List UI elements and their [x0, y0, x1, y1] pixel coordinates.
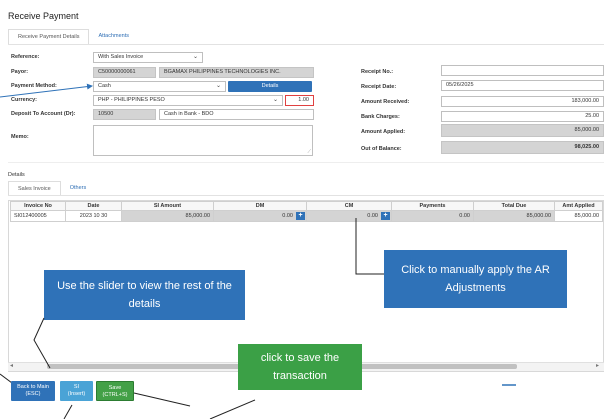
column-header-invoice-no: Invoice No — [10, 201, 66, 211]
tabs-divider — [8, 44, 604, 45]
payor-name-field: BGAMAX PHILIPPINES TECHNOLOGIES INC. — [159, 67, 314, 78]
payment-method-select[interactable]: Cash ⌄ — [93, 81, 226, 92]
si-button-shortcut: (Insert) — [67, 390, 86, 397]
section-divider — [8, 162, 604, 163]
amount-applied-field: 85,000.00 — [441, 124, 604, 137]
receipt-no-input[interactable] — [441, 65, 604, 76]
details-title: Details — [8, 172, 25, 178]
receipt-date-input[interactable]: 05/26/2025 — [441, 80, 604, 91]
dm-value: 0.00 — [282, 213, 293, 219]
amount-received-input[interactable]: 183,000.00 — [441, 96, 604, 107]
table-row: SI012400005 2023 10 30 85,000.00 0.00 + … — [10, 210, 603, 222]
cell-cm: 0.00 + — [306, 210, 392, 222]
si-button-label: SI — [73, 384, 80, 390]
bank-charges-label: Bank Charges: — [361, 114, 400, 120]
cell-dm: 0.00 + — [213, 210, 307, 222]
payment-method-value: Cash — [98, 83, 111, 89]
cm-value: 0.00 — [367, 213, 378, 219]
chevron-down-icon: ⌄ — [215, 83, 221, 89]
currency-label: Currency: — [11, 97, 37, 103]
currency-value: PHP - PHILIPPINES PESO — [98, 97, 165, 103]
deposit-code-field: 10500 — [93, 109, 156, 120]
tab-attachments[interactable]: Attachments — [98, 33, 130, 39]
cell-total-due: 85,000.00 — [473, 210, 555, 222]
chevron-down-icon: ⌄ — [272, 97, 278, 103]
column-header-payments: Payments — [391, 201, 474, 211]
tab-sales-invoice[interactable]: Sales Invoice — [8, 181, 61, 196]
tab-receive-payment-details[interactable]: Receive Payment Details — [8, 29, 90, 45]
payor-label: Payor: — [11, 69, 29, 75]
cell-amt-applied-input[interactable]: 85,000.00 — [554, 210, 603, 222]
back-button-shortcut: (ESC) — [25, 390, 41, 397]
save-button-shortcut: (CTRL+S) — [102, 391, 128, 398]
cell-invoice-no: SI012400005 — [10, 210, 66, 222]
column-header-si-amount: SI Amount — [121, 201, 214, 211]
bank-charges-input[interactable]: 25.00 — [441, 111, 604, 122]
pointer-si-button — [63, 404, 73, 419]
column-header-dm: DM — [213, 201, 307, 211]
arrow-right-icon[interactable]: ▸ — [596, 363, 600, 369]
callout-ar-adjustments-hint: Click to manually apply the AR Adjustmen… — [384, 250, 567, 308]
tab-others[interactable]: Others — [69, 185, 87, 191]
reference-value: With Sales Invoice — [98, 54, 144, 60]
receipt-date-label: Receipt Date: — [361, 84, 397, 90]
reference-select[interactable]: With Sales Invoice ⌄ — [93, 52, 203, 63]
out-of-balance-label: Out of Balance: — [361, 146, 402, 152]
back-to-main-button[interactable]: Back to Main (ESC) — [11, 381, 55, 401]
sales-invoice-table: Invoice No Date SI Amount DM CM Payments… — [10, 201, 603, 222]
column-header-amt-applied: Amt Applied — [554, 201, 603, 211]
cell-si-amount: 85,000.00 — [121, 210, 214, 222]
add-dm-plus-icon[interactable]: + — [296, 212, 305, 220]
callout-slider-hint: Use the slider to view the rest of the d… — [44, 270, 245, 320]
add-cm-plus-icon[interactable]: + — [381, 212, 390, 220]
payment-details-button[interactable]: Details — [228, 81, 312, 92]
amount-applied-label: Amount Applied: — [361, 129, 406, 135]
main-tabs: Receive Payment Details Attachments — [8, 29, 138, 45]
column-header-total-due: Total Due — [473, 201, 555, 211]
deposit-account-label: Deposit To Account (Dr): — [11, 111, 76, 117]
deposit-account-name: Cash in Bank - BDO — [159, 109, 314, 120]
pointer-save-left — [133, 392, 191, 407]
cell-date: 2023 10 30 — [65, 210, 122, 222]
reference-label: Reference: — [11, 54, 40, 60]
save-button-label: Save — [108, 385, 122, 391]
receipt-no-label: Receipt No.: — [361, 69, 394, 75]
memo-textarea[interactable]: ⟋ — [93, 125, 313, 156]
memo-label: Memo: — [11, 134, 29, 140]
exchange-rate-input[interactable]: 1.00 — [285, 95, 314, 106]
column-header-date: Date — [65, 201, 122, 211]
details-tabs: Sales Invoice Others — [8, 181, 95, 196]
currency-select[interactable]: PHP - PHILIPPINES PESO ⌄ — [93, 95, 283, 106]
details-tabs-divider — [8, 195, 604, 196]
out-of-balance-field: 98,025.00 — [441, 141, 604, 154]
chevron-down-icon: ⌄ — [192, 54, 198, 60]
column-header-cm: CM — [306, 201, 392, 211]
amount-received-label: Amount Received: — [361, 99, 410, 105]
arrow-left-icon[interactable]: ◂ — [10, 363, 14, 369]
payment-method-label: Payment Method: — [11, 83, 57, 89]
page-title: Receive Payment — [8, 11, 79, 21]
cell-payments: 0.00 — [391, 210, 474, 222]
resize-grip-icon: ⟋ — [307, 149, 311, 155]
pointer-save-right — [209, 399, 256, 419]
si-button[interactable]: SI (Insert) — [60, 381, 93, 401]
table-header-row: Invoice No Date SI Amount DM CM Payments… — [10, 201, 603, 211]
back-button-label: Back to Main — [17, 384, 49, 390]
payor-code-field: C50000000061 — [93, 67, 156, 78]
save-button[interactable]: Save (CTRL+S) — [96, 381, 134, 401]
callout-save-hint: click to save the transaction — [238, 344, 362, 390]
